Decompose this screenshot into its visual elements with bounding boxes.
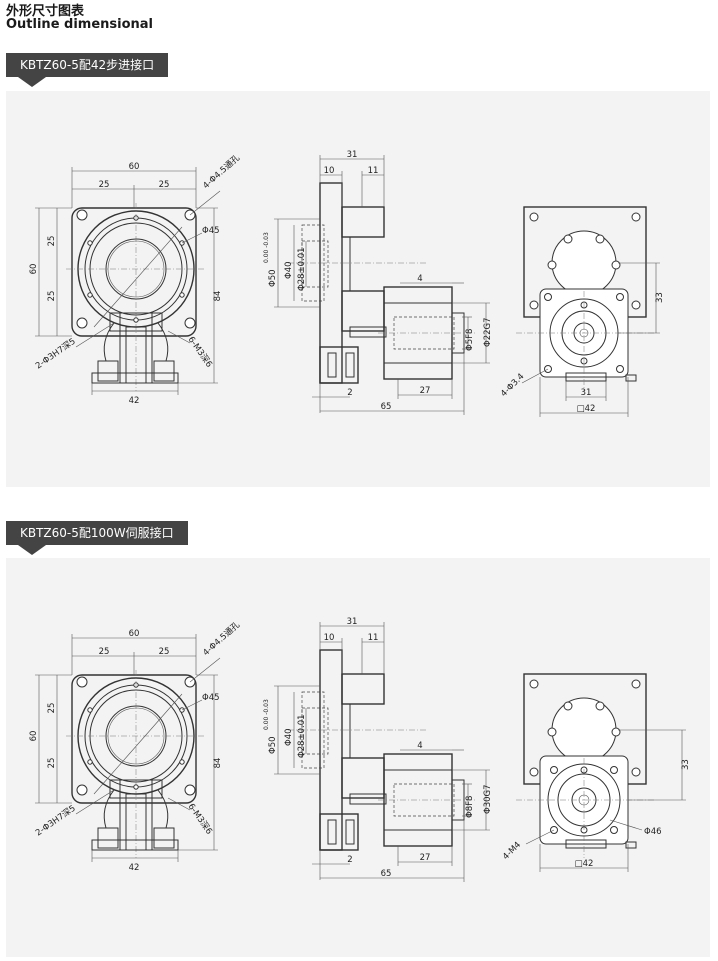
dim-depth-65: 65 [381,402,392,412]
dim-tolerance-50: 0.00 -0.03 [263,699,270,730]
technical-drawing-servo: 60 25 25 60 25 25 84 42 4-Φ4.5通孔 Φ45 2-Φ… [29,617,691,882]
front-view: 60 25 25 60 25 25 84 42 4-Φ4.5通孔 Φ45 2-Φ… [29,152,242,406]
technical-drawing-stepper: 60 25 25 60 25 25 84 42 4-Φ4.5通孔 Φ45 2-Φ… [29,150,665,417]
dim-offset-33: 33 [655,292,665,303]
callout-pin-hole: 2-Φ3H7深5 [34,337,78,372]
dim-width-60: 60 [129,162,140,172]
dim-depth-4: 4 [417,274,422,284]
callout-back-holes: 4-Φ3.4 [499,372,526,399]
dim-width-25-right: 25 [159,180,170,190]
dim-diameter-40: Φ40 [284,261,294,279]
dim-height-60: 60 [29,731,39,742]
dim-depth-27: 27 [420,386,431,396]
dim-depth-27: 27 [420,853,431,863]
dim-depth-31: 31 [347,150,358,160]
callout-through-hole: 4-Φ4.5通孔 [201,152,243,191]
dim-diameter-50: Φ50 [268,269,278,287]
page-title-cn: 外形尺寸图表 [6,4,85,19]
dim-height-60: 60 [29,264,39,275]
dim-diameter-50: Φ50 [268,736,278,754]
dim-depth-10: 10 [324,633,335,643]
callout-tapped-hole: 6-M3深6 [186,335,214,370]
side-view: 31 10 11 4 2 27 65 Φ50 0.00 -0.03 Φ40 Φ2… [263,150,493,415]
dim-diameter-28: Φ28±0.01 [297,247,307,291]
callout-back-holes: 4-M4 [501,840,523,862]
dim-shaft-diameter: Φ8F8 [465,796,475,818]
callout-circle-45: Φ45 [202,693,220,703]
section-tag-stepper: KBTZ60-5配42步进接口 [6,53,169,87]
callout-pin-hole: 2-Φ3H7深5 [34,804,78,839]
callout-circle-45: Φ45 [202,226,220,236]
dim-shaft-diameter: Φ5F8 [465,329,475,351]
dim-depth-2: 2 [347,855,352,865]
dim-width-25-right: 25 [159,647,170,657]
dim-width-42: 42 [129,396,140,406]
dim-depth-4: 4 [417,741,422,751]
side-view: 31 10 11 4 2 27 65 Φ50 0.00 -0.03 Φ40 Φ2… [263,617,493,882]
dim-height-84: 84 [213,758,223,769]
dim-tolerance-50: 0.00 -0.03 [263,232,270,263]
dim-width-25-left: 25 [99,647,110,657]
dim-depth-11: 11 [368,166,379,176]
back-view: 33 Φ46 □42 4-M4 [501,673,691,872]
callout-through-hole: 4-Φ4.5通孔 [201,619,243,658]
dim-offset-33: 33 [681,759,691,770]
dim-depth-11: 11 [368,633,379,643]
page-title-en: Outline dimensional [6,17,154,32]
dim-pilot-diameter: Φ22G7 [483,317,493,347]
dim-diameter-28: Φ28±0.01 [297,714,307,758]
back-view: 33 31 □42 4-Φ3.4 [499,206,665,417]
dim-height-25-bottom: 25 [47,758,57,769]
dim-width-42: 42 [129,863,140,873]
dim-height-25-top: 25 [47,236,57,247]
dim-height-84: 84 [213,291,223,302]
callout-pilot-46: Φ46 [644,827,662,837]
front-view: 60 25 25 60 25 25 84 42 4-Φ4.5通孔 Φ45 2-Φ… [29,619,242,873]
dim-width-25-left: 25 [99,180,110,190]
dim-depth-65: 65 [381,869,392,879]
dim-pilot-diameter: Φ30G7 [483,784,493,814]
drawing-panel-stepper: 60 25 25 60 25 25 84 42 4-Φ4.5通孔 Φ45 2-Φ… [6,91,710,487]
dim-depth-2: 2 [347,388,352,398]
section-tag-servo: KBTZ60-5配100W伺服接口 [6,521,188,555]
dim-height-25-bottom: 25 [47,291,57,302]
dim-width-31: 31 [581,388,592,398]
dim-square-42: □42 [575,859,594,869]
dim-width-60: 60 [129,629,140,639]
dim-height-25-top: 25 [47,703,57,714]
callout-tapped-hole: 6-M3深6 [186,802,214,837]
dim-diameter-40: Φ40 [284,728,294,746]
drawing-panel-servo: 60 25 25 60 25 25 84 42 4-Φ4.5通孔 Φ45 2-Φ… [6,558,710,957]
dim-depth-31: 31 [347,617,358,627]
dim-square-42: □42 [577,404,596,414]
dim-depth-10: 10 [324,166,335,176]
